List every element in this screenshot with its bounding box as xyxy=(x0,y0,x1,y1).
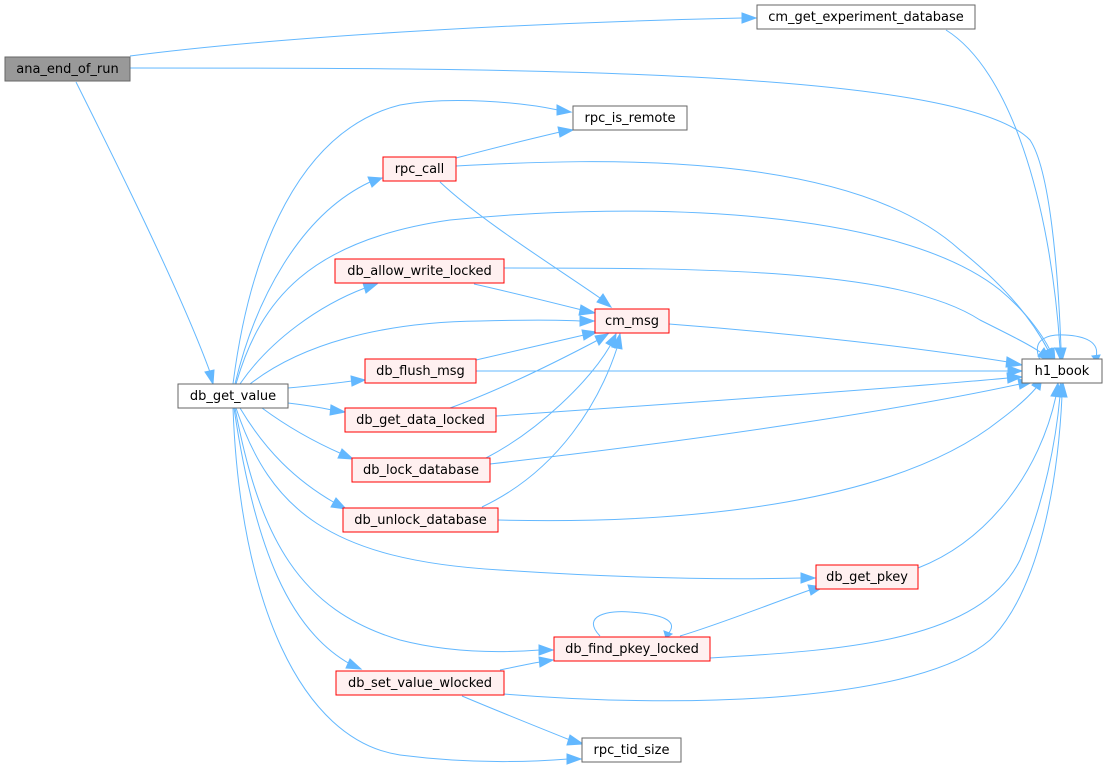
node-rpc-call[interactable]: rpc_call xyxy=(382,156,457,182)
node-db-unlock-database[interactable]: db_unlock_database xyxy=(342,507,499,533)
edge-db-get-value-to-db-get-data-locked xyxy=(287,402,347,416)
node-db-flush-msg-label: db_flush_msg xyxy=(376,364,465,379)
edge-db-get-value-to-rpc-call xyxy=(234,176,384,385)
node-rpc-tid-size[interactable]: rpc_tid_size xyxy=(581,737,682,763)
node-db-get-data-locked[interactable]: db_get_data_locked xyxy=(344,407,497,433)
node-ana-end-of-run[interactable]: ana_end_of_run xyxy=(4,56,131,82)
node-db-allow-write-locked-label: db_allow_write_locked xyxy=(347,264,492,279)
node-h1-book[interactable]: h1_book xyxy=(1021,358,1103,384)
edge-cm-get-experiment-database-to-h1-book xyxy=(945,29,1066,363)
edge-db-get-value-to-db-unlock-database xyxy=(239,407,348,510)
edge-db-get-pkey-to-h1-book xyxy=(917,381,1062,569)
edge-db-get-value-to-db-set-value-wlocked xyxy=(233,407,363,670)
node-rpc-is-remote[interactable]: rpc_is_remote xyxy=(572,105,688,131)
edge-db-allow-write-locked-to-h1-book xyxy=(503,267,1054,364)
node-db-get-value[interactable]: db_get_value xyxy=(177,383,289,409)
node-h1-book-label: h1_book xyxy=(1035,364,1090,379)
edge-db-flush-msg-to-cm-msg xyxy=(475,329,599,361)
edge-db-get-data-locked-to-cm-msg xyxy=(449,333,610,409)
node-cm-get-experiment-database[interactable]: cm_get_experiment_database xyxy=(756,4,976,30)
node-db-find-pkey-locked-label: db_find_pkey_locked xyxy=(565,642,699,657)
edge-rpc-call-to-h1-book xyxy=(455,161,1054,364)
edge-db-get-value-to-db-lock-database xyxy=(261,407,355,460)
edge-db-get-value-to-db-flush-msg xyxy=(287,375,367,389)
edge-db-unlock-database-to-cm-msg xyxy=(481,332,623,508)
edge-db-find-pkey-locked-to-db-get-pkey xyxy=(679,584,825,637)
edge-db-get-value-to-db-allow-write-locked xyxy=(239,282,379,385)
edge-rpc-call-to-rpc-is-remote xyxy=(455,126,575,159)
edge-rpc-call-to-cm-msg xyxy=(439,181,613,308)
edge-db-get-value-to-db-find-pkey-locked xyxy=(234,407,555,656)
node-cm-get-experiment-database-label: cm_get_experiment_database xyxy=(768,10,964,25)
node-db-allow-write-locked[interactable]: db_allow_write_locked xyxy=(334,258,505,284)
node-db-find-pkey-locked[interactable]: db_find_pkey_locked xyxy=(553,636,711,662)
edge-db-set-value-wlocked-to-db-find-pkey-locked xyxy=(499,656,555,671)
node-db-get-pkey-label: db_get_pkey xyxy=(826,570,908,585)
edge-db-find-pkey-locked-to-h1-book xyxy=(709,381,1066,659)
node-cm-msg[interactable]: cm_msg xyxy=(594,308,670,334)
node-db-flush-msg[interactable]: db_flush_msg xyxy=(364,358,477,384)
node-db-set-value-wlocked-label: db_set_value_wlocked xyxy=(348,676,492,691)
node-db-set-value-wlocked[interactable]: db_set_value_wlocked xyxy=(335,670,505,696)
edge-db-get-value-to-cm-msg xyxy=(249,315,596,385)
node-db-lock-database-label: db_lock_database xyxy=(363,463,479,478)
edge-cm-msg-to-h1-book xyxy=(668,323,1024,368)
node-db-get-data-locked-label: db_get_data_locked xyxy=(356,413,485,428)
node-cm-msg-label: cm_msg xyxy=(605,314,659,329)
edge-db-get-value-to-db-get-pkey xyxy=(235,407,817,584)
edge-db-unlock-database-to-h1-book xyxy=(497,374,1043,522)
node-db-lock-database[interactable]: db_lock_database xyxy=(351,457,491,483)
node-db-get-pkey[interactable]: db_get_pkey xyxy=(815,564,919,590)
edge-ana-end-of-run-to-cm-get-experiment-database xyxy=(129,12,758,57)
node-ana-end-of-run-label: ana_end_of_run xyxy=(16,62,119,77)
edge-db-get-value-to-rpc-is-remote xyxy=(232,100,573,385)
edge-db-get-value-to-h1-book xyxy=(235,210,1056,385)
edge-db-allow-write-locked-to-cm-msg xyxy=(473,283,597,316)
node-db-unlock-database-label: db_unlock_database xyxy=(354,513,487,528)
graph-nodes: ana_end_of_run cm_get_experiment_databas… xyxy=(4,4,1103,763)
node-db-get-value-label: db_get_value xyxy=(190,389,276,404)
edge-db-get-data-locked-to-h1-book xyxy=(495,372,1024,417)
edge-db-flush-msg-to-h1-book xyxy=(475,365,1024,377)
graph-edges xyxy=(75,12,1101,765)
node-rpc-tid-size-label: rpc_tid_size xyxy=(594,743,670,758)
edge-ana-end-of-run-to-db-get-value xyxy=(75,81,215,386)
node-rpc-is-remote-label: rpc_is_remote xyxy=(585,111,676,126)
node-rpc-call-label: rpc_call xyxy=(395,162,445,177)
edge-db-set-value-wlocked-to-h1-book xyxy=(503,381,1068,702)
edge-db-find-pkey-locked-self xyxy=(592,611,674,639)
edge-db-set-value-wlocked-to-rpc-tid-size xyxy=(461,695,585,746)
edge-db-get-value-to-rpc-tid-size xyxy=(232,407,583,765)
